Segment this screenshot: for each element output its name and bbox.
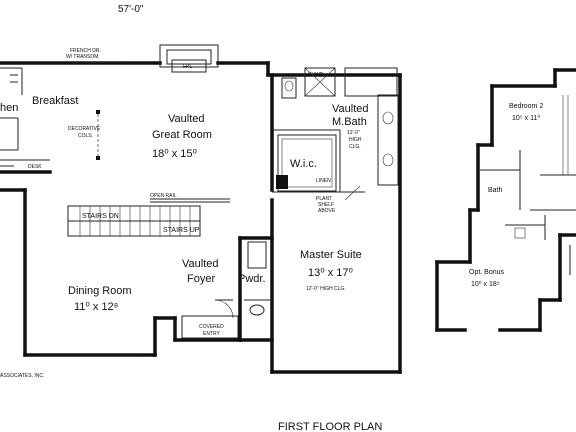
ceiling-note-3: CLG. bbox=[349, 144, 361, 150]
master-suite-ceiling-note: 12'-0" HIGH CLG. bbox=[306, 286, 346, 292]
plant-shelf-note-3: ABOVE bbox=[318, 208, 336, 214]
overall-width-dimension: 57'-0" bbox=[118, 4, 144, 15]
powder-room-label: Pwdr. bbox=[238, 273, 266, 285]
decorative-cols-note-1: DECORATIVE bbox=[68, 126, 101, 132]
decorative-cols-note-2: COLS. bbox=[78, 133, 93, 139]
great-room-label-line1: Vaulted bbox=[168, 113, 205, 125]
master-bath-fixtures: SHWR 12'-0" HIGH CLG. bbox=[272, 67, 399, 192]
credit-line: ASSOCIATES, INC. bbox=[0, 373, 44, 379]
great-room-label-line2: Great Room bbox=[152, 129, 212, 141]
ceiling-note-1: 12'-0" bbox=[347, 130, 360, 136]
plant-shelf-note-2: SHELF bbox=[318, 202, 334, 208]
master-bath-label-line1: Vaulted bbox=[332, 103, 369, 115]
stairs-down-label: STAIRS DN bbox=[82, 213, 119, 220]
bath-label: Bath bbox=[488, 187, 503, 194]
french-door-note: FRENCH DR. bbox=[70, 48, 101, 54]
kitchen-area: DESK bbox=[0, 67, 50, 170]
bonus-room-label: Opt. Bonus bbox=[469, 269, 505, 276]
stairs-up-label: STAIRS UP bbox=[163, 227, 200, 234]
covered-entry-note-1: COVERED bbox=[199, 324, 224, 330]
foyer-label-line1: Vaulted bbox=[182, 258, 219, 270]
second-floor-interior bbox=[478, 95, 576, 275]
foyer-label-line2: Foyer bbox=[187, 273, 215, 285]
dining-room-label: Dining Room bbox=[68, 285, 132, 297]
linen-label: LINEN bbox=[316, 178, 331, 184]
master-suite-dimensions: 13⁰ x 17⁰ bbox=[308, 267, 353, 279]
ceiling-note-2: HIGH bbox=[349, 137, 362, 143]
breakfast-label: Breakfast bbox=[32, 95, 78, 107]
fireplace-label: FPL bbox=[183, 64, 192, 70]
master-bath-label-line2: M.Bath bbox=[332, 116, 367, 128]
shower-label: SHWR bbox=[308, 72, 324, 78]
open-rail-note: OPEN RAIL bbox=[150, 193, 177, 199]
dining-room-dimensions: 11⁰ x 12⁸ bbox=[74, 301, 118, 313]
walk-in-closet: LINEN bbox=[272, 134, 365, 193]
master-suite-label: Master Suite bbox=[300, 249, 362, 261]
bonus-room-dimensions: 10⁰ x 18⁹ bbox=[471, 280, 500, 288]
transom-note: W/ TRANSOM bbox=[66, 54, 98, 60]
kitchen-label: hen bbox=[0, 102, 18, 114]
plan-title: FIRST FLOOR PLAN bbox=[278, 421, 382, 432]
plant-shelf-note-1: PLANT bbox=[316, 196, 332, 202]
bedroom-2-dimensions: 10⁵ x 11⁰ bbox=[512, 114, 540, 122]
desk-label: DESK bbox=[28, 164, 42, 170]
walk-in-closet-label: W.i.c. bbox=[290, 158, 317, 170]
great-room-dimensions: 18⁰ x 15⁰ bbox=[152, 148, 197, 160]
bedroom-2-label: Bedroom 2 bbox=[509, 103, 543, 110]
covered-entry-note-2: ENTRY bbox=[203, 331, 221, 337]
second-floor-walls bbox=[435, 68, 576, 332]
fireplace: FPL bbox=[159, 44, 219, 73]
stairs: OPEN RAIL STAIRS DN STAIRS UP bbox=[67, 193, 230, 237]
